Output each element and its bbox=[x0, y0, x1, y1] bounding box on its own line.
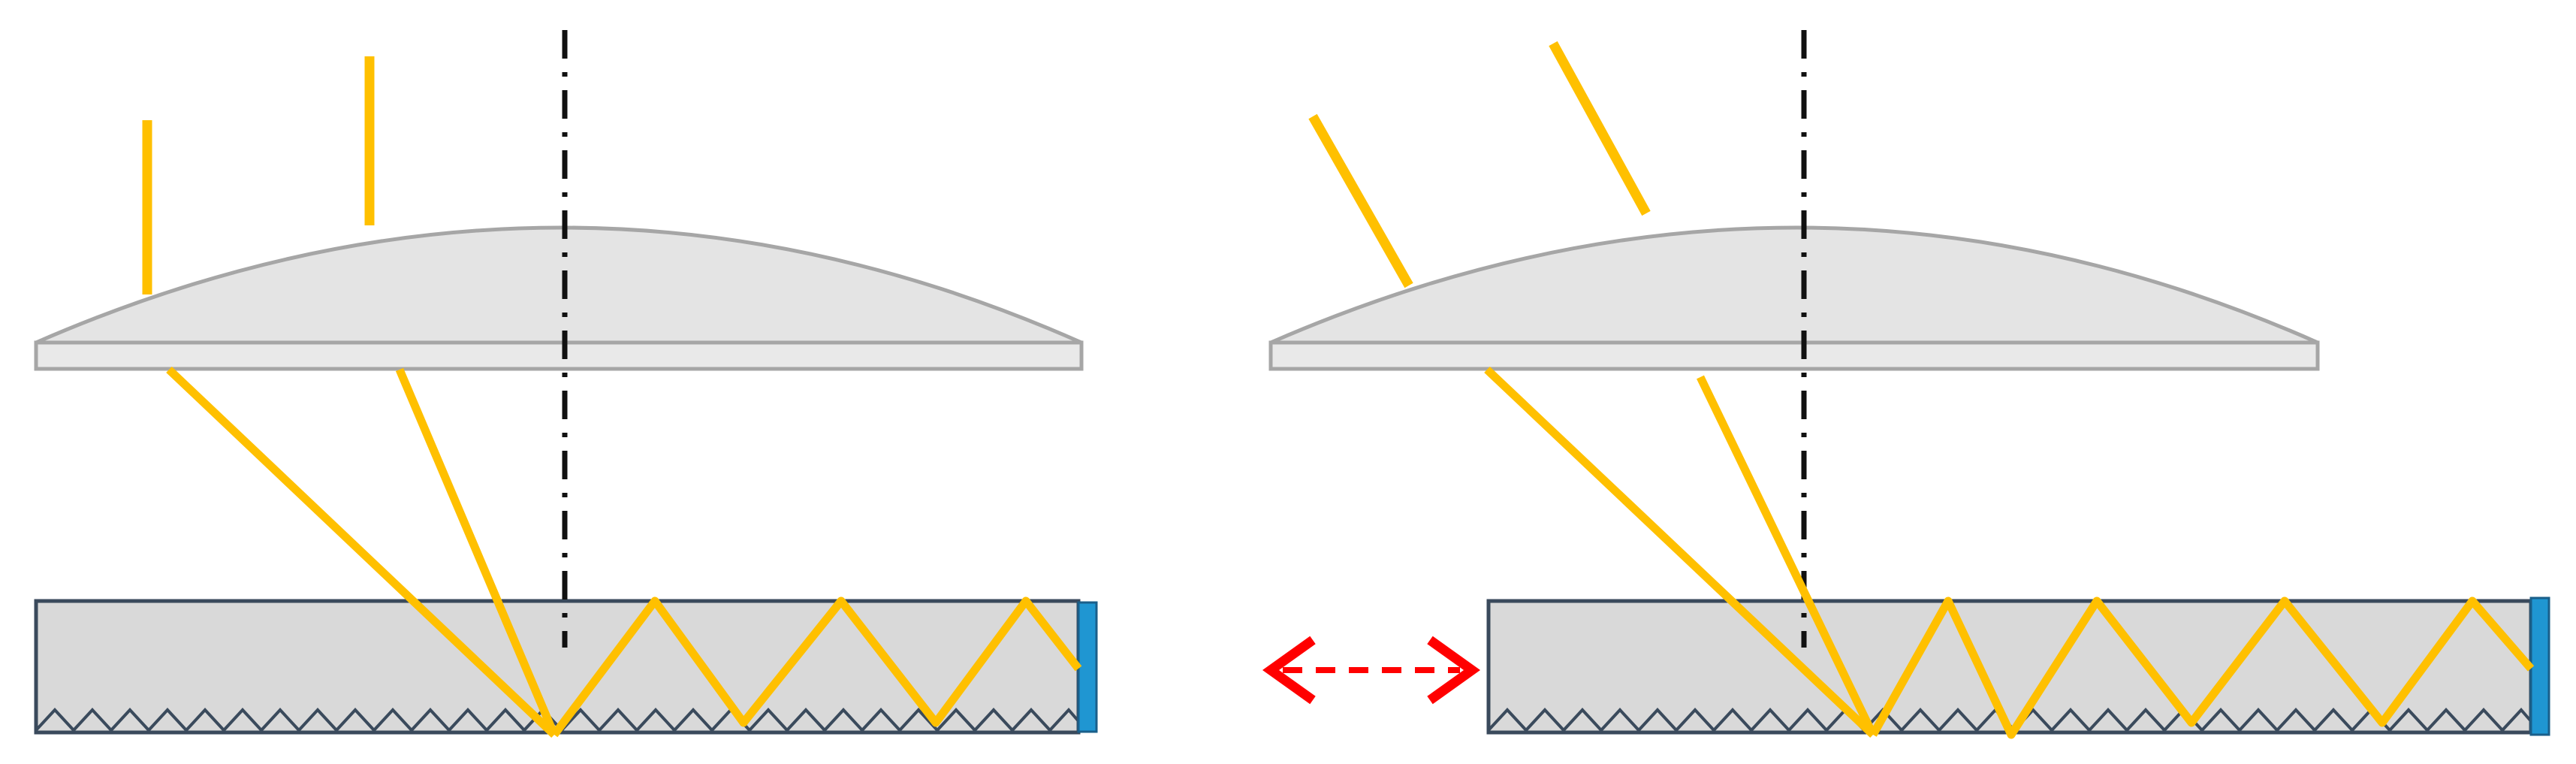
output-coupler bbox=[2529, 596, 2550, 736]
guided-ray-zigzag bbox=[1869, 596, 2535, 739]
incident-rays bbox=[1308, 41, 1651, 288]
panel-right bbox=[1268, 30, 2550, 739]
incident-ray-1 bbox=[1308, 113, 1413, 288]
refracted-rays bbox=[166, 367, 559, 738]
lens bbox=[1268, 225, 2320, 371]
waveguide-body bbox=[1486, 599, 2533, 735]
refracted-rays bbox=[1484, 367, 1877, 738]
refracted-ray-2 bbox=[395, 367, 559, 737]
incident-rays bbox=[142, 56, 375, 294]
refracted-ray-1 bbox=[1484, 367, 1876, 738]
panel-left bbox=[34, 30, 1098, 738]
lens-base-plate bbox=[34, 340, 1084, 371]
refracted-ray-2 bbox=[1697, 375, 1877, 737]
waveguide-body bbox=[34, 599, 1081, 735]
waveguide bbox=[1486, 596, 2550, 736]
lens bbox=[34, 225, 1084, 371]
lens-dome bbox=[35, 225, 1083, 345]
refracted-ray-1 bbox=[166, 367, 557, 738]
waveguide bbox=[34, 599, 1098, 735]
lens-dome bbox=[1270, 225, 2319, 345]
guided-ray-zigzag bbox=[550, 596, 1082, 738]
output-coupler bbox=[1077, 601, 1098, 733]
incident-ray-2 bbox=[1549, 41, 1651, 216]
lens-base-plate bbox=[1268, 340, 2320, 371]
